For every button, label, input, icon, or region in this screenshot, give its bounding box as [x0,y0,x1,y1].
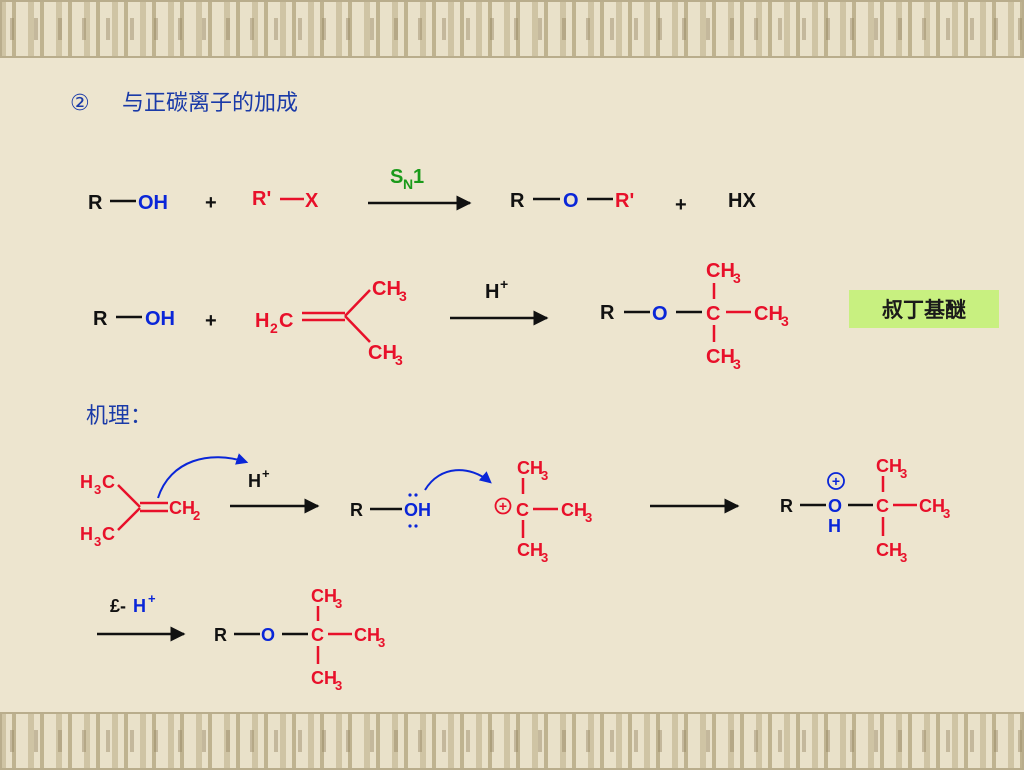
r2-h2c-sub: 2 [270,320,278,336]
r2-prod-ch3-right: CH [754,303,783,325]
m-h3c-top-h: H [80,472,93,492]
product-name-label: 叔丁基醚 [882,298,966,322]
electron-push-arrow-1 [157,453,249,499]
m-r: R [350,500,363,520]
r1-condition-n: N [403,176,413,192]
decorative-border-top [0,0,1024,58]
r2-prod-ch3-bottom-sub: 3 [733,356,741,372]
m-final-h: H [133,596,146,616]
r2-condition-sup: + [500,276,508,292]
r2-prod-o: O [652,303,668,325]
r2-prod-ch3-top: CH [706,260,735,282]
r2-h2c-c: C [279,310,293,332]
m-oxonium-charge [827,472,845,490]
m-cation-ch3-right-sub: 3 [585,510,592,525]
mechanism-step-4: £- H + R O C CH 3 CH 3 CH 3 [97,586,385,693]
r2-ch3-bottom-sub: 3 [395,352,403,368]
m-oxonium-ch3-top: CH [876,456,902,476]
m-oxonium-ch3-right: CH [919,496,945,516]
r2-ch3-bottom: CH [368,342,397,364]
m-final-h-sup: + [148,591,156,606]
r2-prod-ch3-top-sub: 3 [733,270,741,286]
m-oxonium-c: C [876,496,889,516]
m-h3c-bottom-sub: 3 [94,534,101,549]
r2-prod-r: R [600,302,615,324]
r1-hx: HX [728,190,756,212]
m-cation-charge [494,497,512,515]
mechanism-step-3: R + O H C CH 3 CH 3 CH 3 [780,456,950,565]
mechanism-step-1: H 3 C H 3 C CH 2 H + [80,453,320,549]
m-oxonium-o: O [828,496,842,516]
m-final-ch3-top-sub: 3 [335,596,342,611]
r2-prod-ch3-right-sub: 3 [781,313,789,329]
m-final-ch3-top: CH [311,586,337,606]
r1-prod-o: O [563,190,579,212]
m-oh: OH [404,500,431,520]
r1-condition-s: S [390,166,403,188]
heading-number: ② [70,91,90,116]
m-final-prefix: £- [110,596,126,616]
r1-x: X [305,190,319,212]
m-final-ch3-right: CH [354,625,380,645]
r1-plus2: + [675,194,687,216]
m-final-ch3-right-sub: 3 [378,635,385,650]
r1-rprime: R' [252,188,271,210]
mechanism-step-2: R OH + C CH 3 CH 3 CH 3 [350,458,740,565]
heading-title: 与正碳离子的加成 [122,91,298,116]
r1-prod-rprime: R' [615,190,634,212]
r2-plus: + [205,310,217,332]
m-oxonium-charge-sign: + [832,473,840,489]
r1-r: R [88,192,103,214]
reaction-1: R OH + R' X S N 1 R O R' + HX [88,166,756,216]
r2-condition: H [485,281,499,303]
m-cation-c: C [516,500,529,520]
electron-push-arrow-2 [424,469,492,491]
mechanism-label: 机理： [86,404,152,429]
r2-h2c-h: H [255,310,269,332]
decorative-border-bottom [0,712,1024,770]
m-final-r: R [214,625,227,645]
r2-prod-c: C [706,303,720,325]
r2-r: R [93,308,108,330]
m-final-ch3-bottom-sub: 3 [335,678,342,693]
m-cation-ch3-right: CH [561,500,587,520]
m-h3c-bottom-c: C [102,524,115,544]
m-cation-ch3-bottom-sub: 3 [541,550,548,565]
r2-ch3-top: CH [372,278,401,300]
reaction-2: R OH + H 2 C CH 3 CH 3 H + R O C CH 3 CH… [93,260,789,372]
m-oxonium-ch3-bottom-sub: 3 [900,550,907,565]
r1-oh: OH [138,192,168,214]
m-cation-ch3-top: CH [517,458,543,478]
m-oxonium-ch3-bottom: CH [876,540,902,560]
m-h3c-top-c: C [102,472,115,492]
m-oxonium-ch3-top-sub: 3 [900,466,907,481]
m-final-ch3-bottom: CH [311,668,337,688]
m-h3c-bottom-h: H [80,524,93,544]
m-ch2-sub: 2 [193,508,200,523]
m-final-o: O [261,625,275,645]
product-name-badge: 叔丁基醚 [849,290,999,328]
m-h3c-top-sub: 3 [94,482,101,497]
m-final-c: C [311,625,324,645]
m-h-plus-sup: + [262,466,270,481]
m-cation-ch3-bottom: CH [517,540,543,560]
m-ch2: CH [169,498,195,518]
r2-oh: OH [145,308,175,330]
m-oxonium-h: H [828,516,841,536]
r1-condition-1: 1 [413,166,424,188]
m-oxonium-ch3-right-sub: 3 [943,506,950,521]
r2-prod-ch3-bottom: CH [706,346,735,368]
r2-ch3-top-sub: 3 [399,288,407,304]
m-h-plus: H [248,471,261,491]
r1-prod-r: R [510,190,525,212]
m-oxonium-r: R [780,496,793,516]
r1-plus: + [205,192,217,214]
m-cation-charge-sign: + [499,498,507,514]
m-cation-ch3-top-sub: 3 [541,468,548,483]
